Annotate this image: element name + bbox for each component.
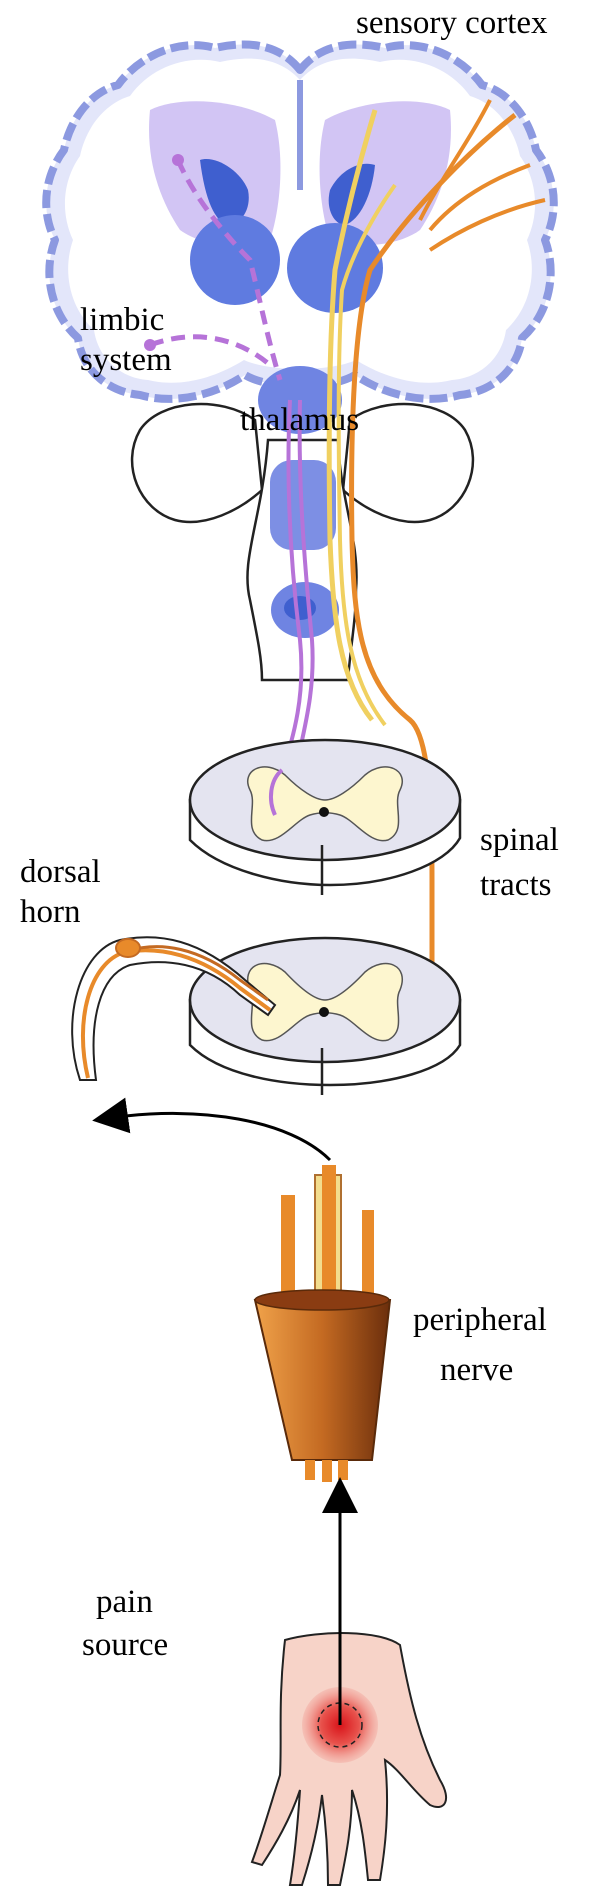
label-thalamus: thalamus: [240, 402, 359, 438]
label-system: system: [80, 342, 172, 378]
yellow-tract: [326, 109, 378, 722]
grey-matter-upper: [247, 766, 403, 842]
orange-branch-1: [418, 99, 492, 221]
peripheral-nerve: [253, 1165, 392, 1482]
nerve-bundle-top: [254, 1289, 390, 1311]
dorsal-ganglion: [115, 938, 141, 958]
spinal-section-lower: [188, 936, 462, 1095]
label-nerve: nerve: [440, 1352, 513, 1388]
grey-matter-lower: [247, 962, 403, 1042]
nerve-fiber-orange-1: [281, 1195, 295, 1305]
central-canal-lower: [319, 1007, 329, 1017]
cortex-purple-terminal: [172, 154, 184, 166]
label-peripheral: peripheral: [413, 1302, 547, 1338]
nerve-to-dorsal-arrow: [92, 1097, 332, 1162]
ascending-pathways: [275, 99, 546, 1035]
label-dorsal: dorsal: [20, 854, 101, 890]
nerve-stub-1: [305, 1460, 315, 1480]
label-horn: horn: [20, 894, 81, 930]
hand: [250, 1477, 448, 1886]
dorsal-root-outline: [71, 936, 277, 1081]
nerve-fiber-orange-2: [362, 1210, 374, 1305]
spinal-section-upper: [188, 738, 462, 895]
nucleus-left-dark: [200, 159, 249, 225]
label-sensory-cortex: sensory cortex: [356, 5, 548, 41]
label-spinal: spinal: [480, 822, 559, 858]
orange-branch-2: [428, 198, 546, 252]
limbic-pathway: [149, 334, 272, 367]
cerebellum-right: [341, 402, 475, 524]
nerve-fiber-main: [322, 1165, 336, 1315]
orange-branch-3: [428, 163, 531, 232]
cortex-purple-dashed: [175, 159, 283, 381]
putamen-left: [190, 215, 280, 305]
label-source: source: [82, 1627, 168, 1663]
label-pain: pain: [96, 1584, 153, 1620]
purple-tract-spinal: [268, 768, 284, 816]
brain: [42, 40, 558, 682]
nerve-stub-2: [322, 1460, 332, 1482]
yellow-tract-2: [336, 183, 397, 727]
dorsal-horn-nerve: [71, 936, 277, 1081]
limbic-terminal: [144, 339, 156, 351]
label-tracts: tracts: [480, 867, 551, 903]
nerve-stub-3: [338, 1460, 348, 1480]
cerebellum-left: [130, 402, 264, 524]
central-canal-upper: [319, 807, 329, 817]
nerve-bundle: [253, 1299, 392, 1461]
label-limbic: limbic: [80, 302, 164, 338]
orange-tract: [349, 113, 517, 1035]
